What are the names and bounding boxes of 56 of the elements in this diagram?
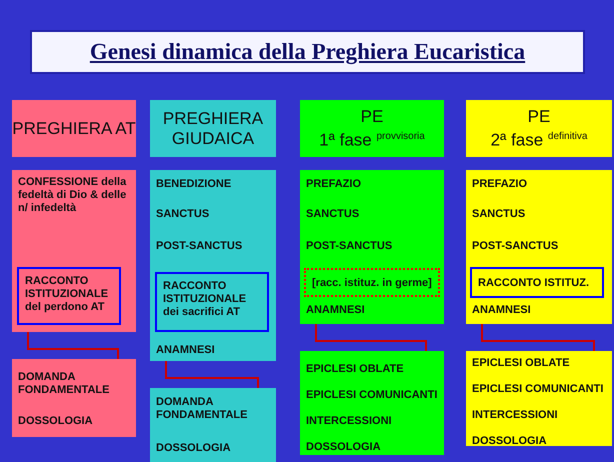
highlight-box	[155, 272, 269, 332]
item-text: DOMANDA FONDAMENTALE	[156, 396, 248, 422]
header-text: 1ª fase $^{provvisoria}$	[319, 129, 425, 150]
connector-line	[165, 361, 259, 388]
header-text: PE	[360, 106, 384, 127]
item-text: DOMANDA FONDAMENTALE	[18, 371, 110, 397]
item-text: PREFAZIO	[306, 178, 362, 191]
highlight-box	[304, 268, 440, 297]
column-box	[300, 351, 444, 455]
item-text: CONFESSIONE della fedeltà di Dio & delle n/ infedeltà	[18, 176, 128, 215]
item-text: DOSSOLOGIA	[156, 442, 232, 455]
item-text: INTERCESSIONI	[472, 409, 559, 422]
item-text: DOSSOLOGIA	[306, 441, 382, 454]
highlight-box	[17, 267, 121, 325]
item-text: EPICLESI OBLATE	[306, 363, 405, 376]
item-text: BENEDIZIONE	[156, 178, 232, 191]
column-header	[150, 100, 276, 157]
highlight-box	[470, 267, 604, 298]
item-text: RACCONTO ISTITUZIONALE dei sacrifici AT	[163, 280, 248, 319]
column-box	[12, 359, 136, 437]
column-header	[300, 100, 444, 157]
item-text: POST-SANCTUS	[156, 240, 244, 253]
column-box	[150, 170, 276, 361]
item-text: ANAMNESI	[156, 344, 216, 357]
item-text: EPICLESI COMUNICANTI	[472, 383, 604, 396]
item-text: [racc. istituz. in germe]	[312, 277, 433, 290]
item-text: EPICLESI OBLATE	[472, 357, 571, 370]
item-text: SANCTUS	[156, 208, 210, 221]
item-text: RACCONTO ISTITUZ.	[478, 277, 590, 290]
connector-line	[27, 332, 119, 359]
item-text: POST-SANCTUS	[306, 240, 394, 253]
item-text: POST-SANCTUS	[472, 240, 560, 253]
header-text: PREGHIERA AT	[12, 118, 136, 138]
item-text: SANCTUS	[472, 208, 526, 221]
column-box	[150, 388, 276, 462]
item-text: DOSSOLOGIA	[18, 415, 94, 428]
column-header	[12, 100, 136, 157]
connector-line	[481, 324, 595, 351]
header-text: PE	[528, 106, 550, 127]
item-text: EPICLESI COMUNICANTI	[306, 389, 438, 402]
header-text: PREGHIERA GIUDAICA	[162, 108, 264, 148]
item-text: SANCTUS	[306, 208, 360, 221]
item-text: ANAMNESI	[306, 304, 366, 317]
item-text: ANAMNESI	[472, 304, 532, 317]
item-text: RACCONTO ISTITUZIONALE del perdono AT	[25, 275, 110, 314]
item-text: PREFAZIO	[472, 178, 528, 191]
column-header	[466, 100, 612, 157]
column-box	[466, 351, 612, 446]
item-text: INTERCESSIONI	[306, 415, 393, 428]
connector-line	[315, 324, 427, 351]
item-text: DOSSOLOGIA	[472, 435, 548, 448]
column-box	[466, 170, 612, 324]
column-box	[300, 170, 444, 324]
header-text: 2ª fase $^{definitiva}$	[490, 129, 588, 150]
slide-title: Genesi dinamica della Preghiera Eucaristica	[30, 30, 585, 74]
column-box	[12, 170, 136, 332]
